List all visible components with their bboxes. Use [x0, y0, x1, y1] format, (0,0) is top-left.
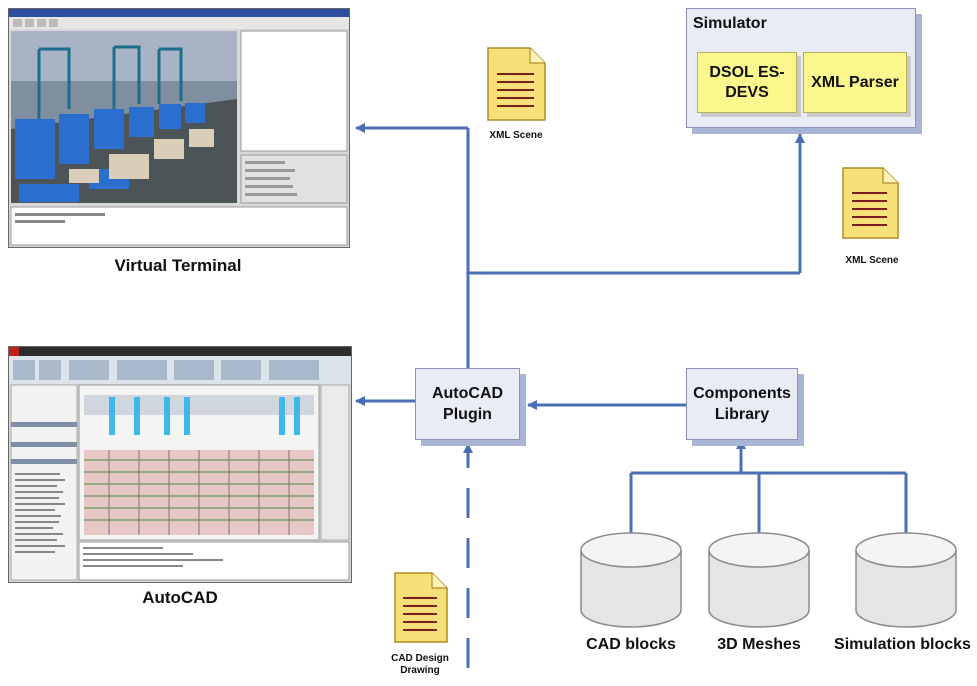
simulator-title: Simulator — [693, 15, 767, 32]
simulation-blocks-label: Simulation blocks — [834, 636, 971, 653]
xml-scene-label-top: XML Scene — [489, 130, 543, 141]
database-simulation-shape — [855, 532, 957, 628]
autocad-screenshot — [8, 346, 352, 583]
xml-scene-label-right: XML Scene — [845, 255, 899, 266]
xml-parser-box: XML Parser — [803, 52, 907, 113]
xml-scene-doc-icon-right — [842, 167, 899, 239]
cad-blocks-label: CAD blocks — [586, 636, 676, 653]
autocad-label: AutoCAD — [142, 588, 218, 607]
3d-meshes-label: 3D Meshes — [717, 636, 801, 653]
virtual-terminal-label: Virtual Terminal — [114, 256, 242, 275]
cad-design-drawing-label: CAD Design Drawing — [391, 653, 449, 676]
cad-drawing-doc-icon — [394, 572, 448, 643]
database-meshes-shape — [708, 532, 810, 628]
autocad-plugin-box: AutoCAD Plugin — [415, 368, 520, 440]
virtual-terminal-screenshot — [8, 8, 350, 248]
components-library-box: Components Library — [686, 368, 798, 440]
dsol-esdevs-box: DSOL ES- DEVS — [697, 52, 797, 113]
database-cad-blocks-shape — [580, 532, 682, 628]
xml-scene-doc-icon-top — [487, 47, 546, 121]
